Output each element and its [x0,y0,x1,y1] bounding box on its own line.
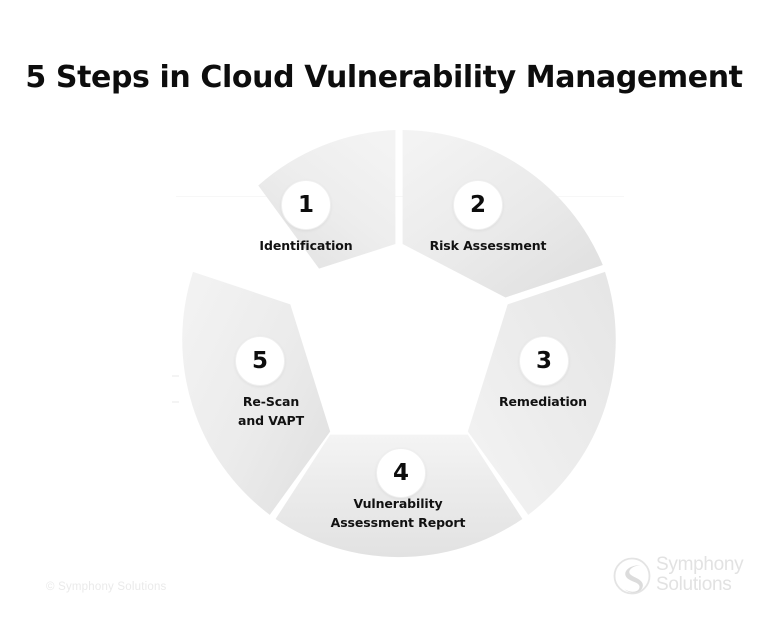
step-3-label-line1: Remediation [499,394,587,409]
brand-logo: Symphony Solutions [612,552,744,604]
step-3-label: Remediation [445,392,641,411]
step-3-number-badge: 3 [519,336,569,386]
step-5-label-line2: and VAPT [237,413,305,428]
step-4-label: Vulnerability Assessment Report [300,494,496,532]
symphony-swirl-icon [613,557,651,595]
copyright-notice: © Symphony Solutions [46,581,167,593]
step-1-number-badge: 1 [281,180,331,230]
five-step-cycle-diagram: 1 Identification 2 Risk Assessment 3 Rem… [178,128,620,570]
background-rule-top [176,196,624,197]
step-5-label-line1: Re-Scan [242,394,300,409]
step-5-label: Re-Scan and VAPT [173,392,369,430]
step-2-label: Risk Assessment [378,236,598,255]
step-5-number-badge: 5 [235,336,285,386]
step-4-number-badge: 4 [376,448,426,498]
brand-line-2: Solutions [656,574,732,595]
brand-line-1: Symphony [656,554,744,575]
background-tick-upper [172,375,179,377]
step-1-label: Identification [221,236,391,255]
step-2-number-badge: 2 [453,180,503,230]
page-title: 5 Steps in Cloud Vulnerability Managemen… [25,60,743,95]
step-1-label-line1: Identification [259,238,353,253]
step-2-label-line1: Risk Assessment [429,238,547,253]
background-tick-lower [172,401,179,403]
step-4-label-line1: Vulnerability [353,496,443,511]
brand-wordmark: Symphony Solutions [656,554,744,595]
wheel-segment-3[interactable] [467,271,616,515]
wheel-segment-5[interactable] [182,271,331,515]
step-4-label-line2: Assessment Report [330,515,466,530]
wheel-segment-2[interactable] [402,130,603,298]
